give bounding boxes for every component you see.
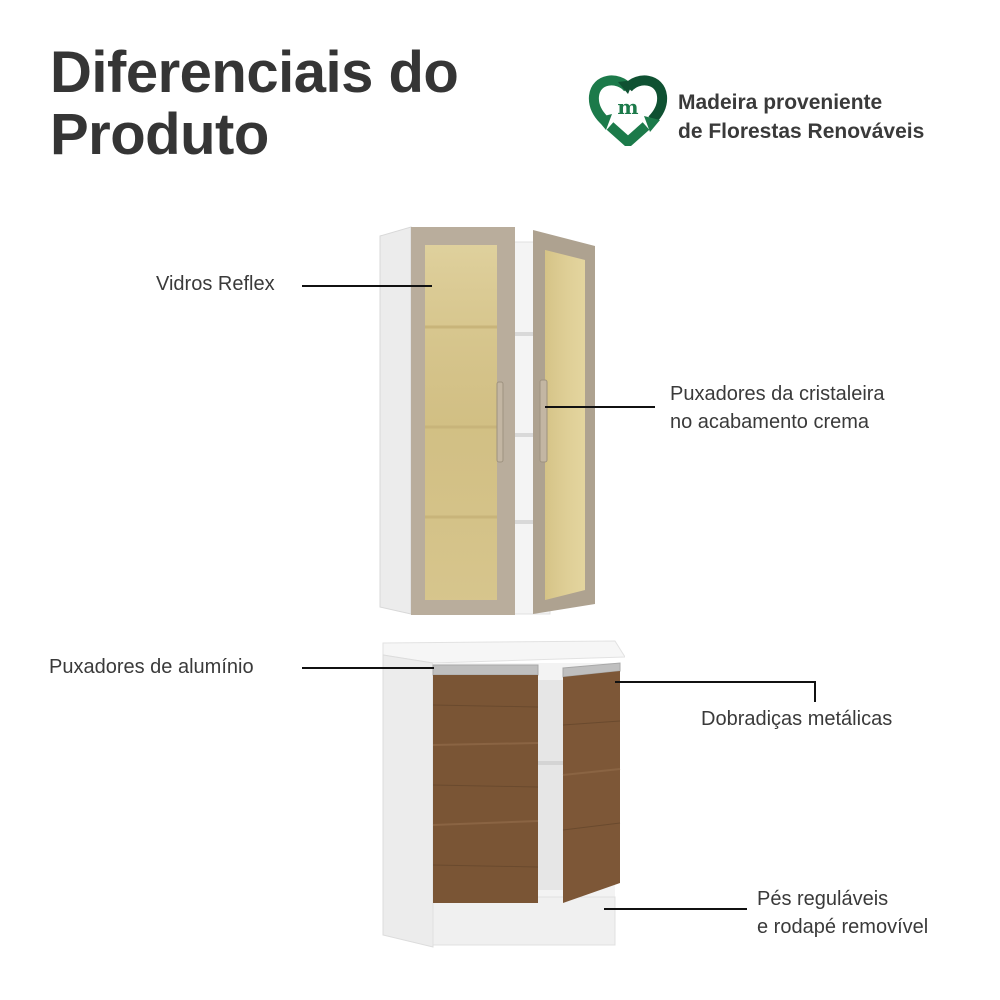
recycle-heart-m-icon: m	[588, 75, 668, 146]
callout-line-aluminio	[302, 667, 434, 669]
callout-line-cristaleira	[545, 406, 655, 408]
right-wood-door	[562, 671, 621, 903]
callout-text-line-2: no acabamento crema	[670, 411, 870, 433]
callout-text: Puxadores de alumínio	[49, 656, 254, 678]
badge-line-2: de Florestas Renováveis	[678, 120, 925, 143]
left-glass-door	[411, 227, 515, 615]
callout-vidros-reflex: Vidros Reflex	[156, 270, 275, 298]
callout-text: Vidros Reflex	[156, 273, 275, 295]
badge-text: Madeira proveniente de Florestas Renováv…	[678, 88, 924, 146]
upper-glass-cabinet	[379, 226, 595, 615]
callout-line-dobradicas-v	[814, 681, 816, 702]
callout-text-line-1: Pés reguláveis	[757, 888, 889, 910]
left-wood-door	[432, 675, 539, 903]
callout-text-line-1: Puxadores da cristaleira	[670, 383, 885, 405]
callout-text: Dobradiças metálicas	[701, 708, 893, 730]
callout-puxadores-cristaleira: Puxadores da cristaleira no acabamento c…	[670, 380, 885, 436]
callout-text-line-2: e rodapé removível	[757, 916, 929, 938]
page-title: Diferenciais do Produto	[50, 40, 459, 167]
page-title-line-2: Produto	[50, 102, 269, 167]
callout-pes-regulaveis: Pés reguláveis e rodapé removível	[757, 885, 928, 941]
right-glass-door	[533, 230, 595, 614]
lower-wood-cabinet	[382, 640, 625, 948]
callout-line-pes	[604, 908, 747, 910]
svg-text:m: m	[617, 95, 638, 119]
callout-line-vidros	[302, 285, 432, 287]
page-title-line-1: Diferenciais do	[50, 40, 459, 105]
callout-puxadores-aluminio: Puxadores de alumínio	[49, 653, 254, 681]
callout-dobradicas: Dobradiças metálicas	[701, 705, 892, 733]
badge-line-1: Madeira proveniente	[678, 91, 883, 114]
sustainability-badge: m Madeira proveniente de Florestas Renov…	[588, 74, 968, 146]
callout-line-dobradicas-h	[615, 681, 816, 683]
